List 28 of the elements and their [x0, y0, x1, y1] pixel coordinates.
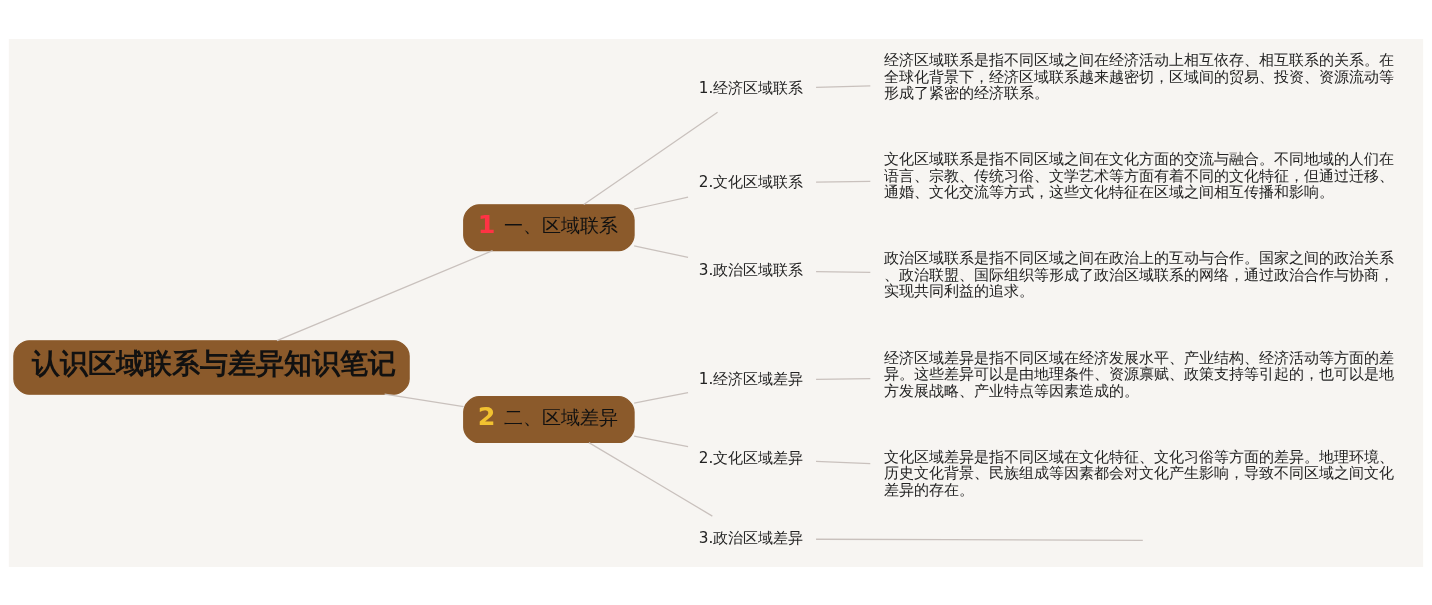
- node-text: 1.经济区域联系: [698, 78, 804, 97]
- connector: [815, 84, 871, 88]
- node-box: 1 一、区域联系: [463, 203, 635, 251]
- connector: [815, 270, 871, 273]
- connector: [815, 460, 871, 464]
- connector: [633, 196, 689, 210]
- node-text: 1.经济区域差异: [698, 369, 804, 388]
- node-text: 政治区域联系是指不同区域之间在政治上的互动与合作。国家之间的政治关系、政治联盟、国际组织等形成了政治区域联系的网络，通过政治合作与协商，实现共同利益的追求。: [884, 248, 1395, 300]
- node-text: 3.政治区域联系: [698, 260, 804, 279]
- connector: [815, 538, 1144, 541]
- node-text: 文化区域差异是指不同区域在文化特征、文化习俗等方面的差异。地理环境、历史文化背景、民族组成等因素都会对文化产生影响，导致不同区域之间文化差异的存在。: [884, 447, 1395, 499]
- connector: [815, 377, 871, 380]
- connector: [383, 393, 465, 407]
- connector: [633, 391, 689, 404]
- connector: [815, 180, 871, 183]
- node-box: 认识区域联系与差异知识笔记: [13, 339, 410, 395]
- node-text: 文化区域联系是指不同区域之间在文化方面的交流与融合。不同地域的人们在语言、宗教、传统习俗、文学艺术等方面有着不同的文化特征，但通过迁移、通婚、文化交流等方式，这些文化特征在区域之间相互传播和影响。: [884, 149, 1395, 201]
- node-text: 2.文化区域差异: [698, 448, 804, 467]
- connector: [633, 434, 689, 447]
- node-box: 2 二、区域差异: [463, 395, 635, 443]
- connector: [633, 244, 689, 258]
- connector: [276, 249, 494, 341]
- node-text: 2.文化区域联系: [698, 172, 804, 191]
- node-text: 3.政治区域差异: [698, 528, 804, 547]
- node-text: 经济区域差异是指不同区域在经济发展水平、产业结构、经济活动等方面的差异。这些差异可以是由地理条件、资源禀赋、政策支持等引起的，也可以是地方发展战略、产业特点等因素造成的。: [884, 348, 1395, 400]
- connector: [583, 111, 719, 205]
- connector: [588, 441, 713, 517]
- node-text: 经济区域联系是指不同区域之间在经济活动上相互依存、相互联系的关系。在全球化背景下，经济区域联系越来越密切，区域间的贸易、投资、资源流动等形成了紧密的经济联系。: [884, 50, 1395, 102]
